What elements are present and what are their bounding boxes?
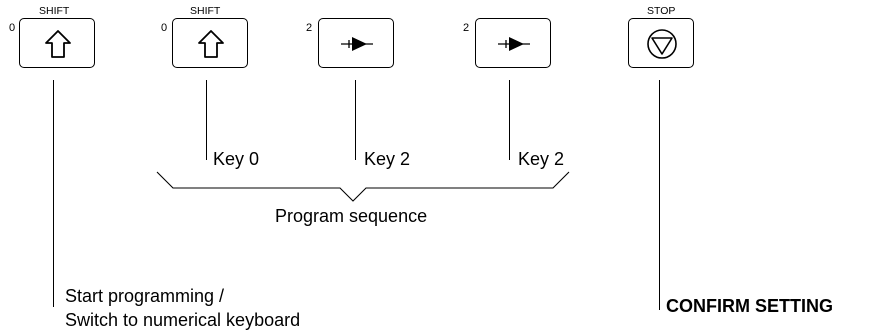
- leader-line-confirm: [659, 80, 660, 310]
- key1-caption: SHIFT: [39, 5, 70, 17]
- shift-up-arrow-icon: [198, 30, 224, 58]
- shift-key-1[interactable]: [19, 18, 95, 68]
- label-key-0: Key 0: [213, 149, 260, 169]
- stop-key[interactable]: [628, 18, 694, 68]
- key4-number: 2: [463, 22, 470, 34]
- label-start-line1: Start programming /: [65, 286, 225, 306]
- key2-caption: SHIFT: [190, 5, 221, 17]
- label-start-line2: Switch to numerical keyboard: [65, 310, 301, 330]
- key3-number: 2: [306, 22, 313, 34]
- key1-number: 0: [9, 22, 16, 34]
- key2-number: 0: [161, 22, 168, 34]
- leader-line-start: [53, 80, 54, 307]
- shift-up-arrow-icon: [45, 30, 71, 58]
- key5-caption: STOP: [647, 5, 676, 17]
- play-forward-icon: [341, 37, 373, 51]
- label-program-sequence: Program sequence: [275, 206, 428, 226]
- leader-line-key0: [206, 80, 207, 160]
- sequence-brace: [156, 171, 570, 202]
- shift-key-2[interactable]: [172, 18, 248, 68]
- leader-line-key2b: [509, 80, 510, 160]
- leader-line-key2a: [355, 80, 356, 160]
- play-key-1[interactable]: [318, 18, 394, 68]
- label-key-2b: Key 2: [518, 149, 565, 169]
- play-key-2[interactable]: [475, 18, 551, 68]
- label-confirm-setting: CONFIRM SETTING: [666, 296, 833, 316]
- label-key-2a: Key 2: [364, 149, 411, 169]
- stop-circle-triangle-icon: [647, 29, 677, 59]
- play-forward-icon: [498, 37, 530, 51]
